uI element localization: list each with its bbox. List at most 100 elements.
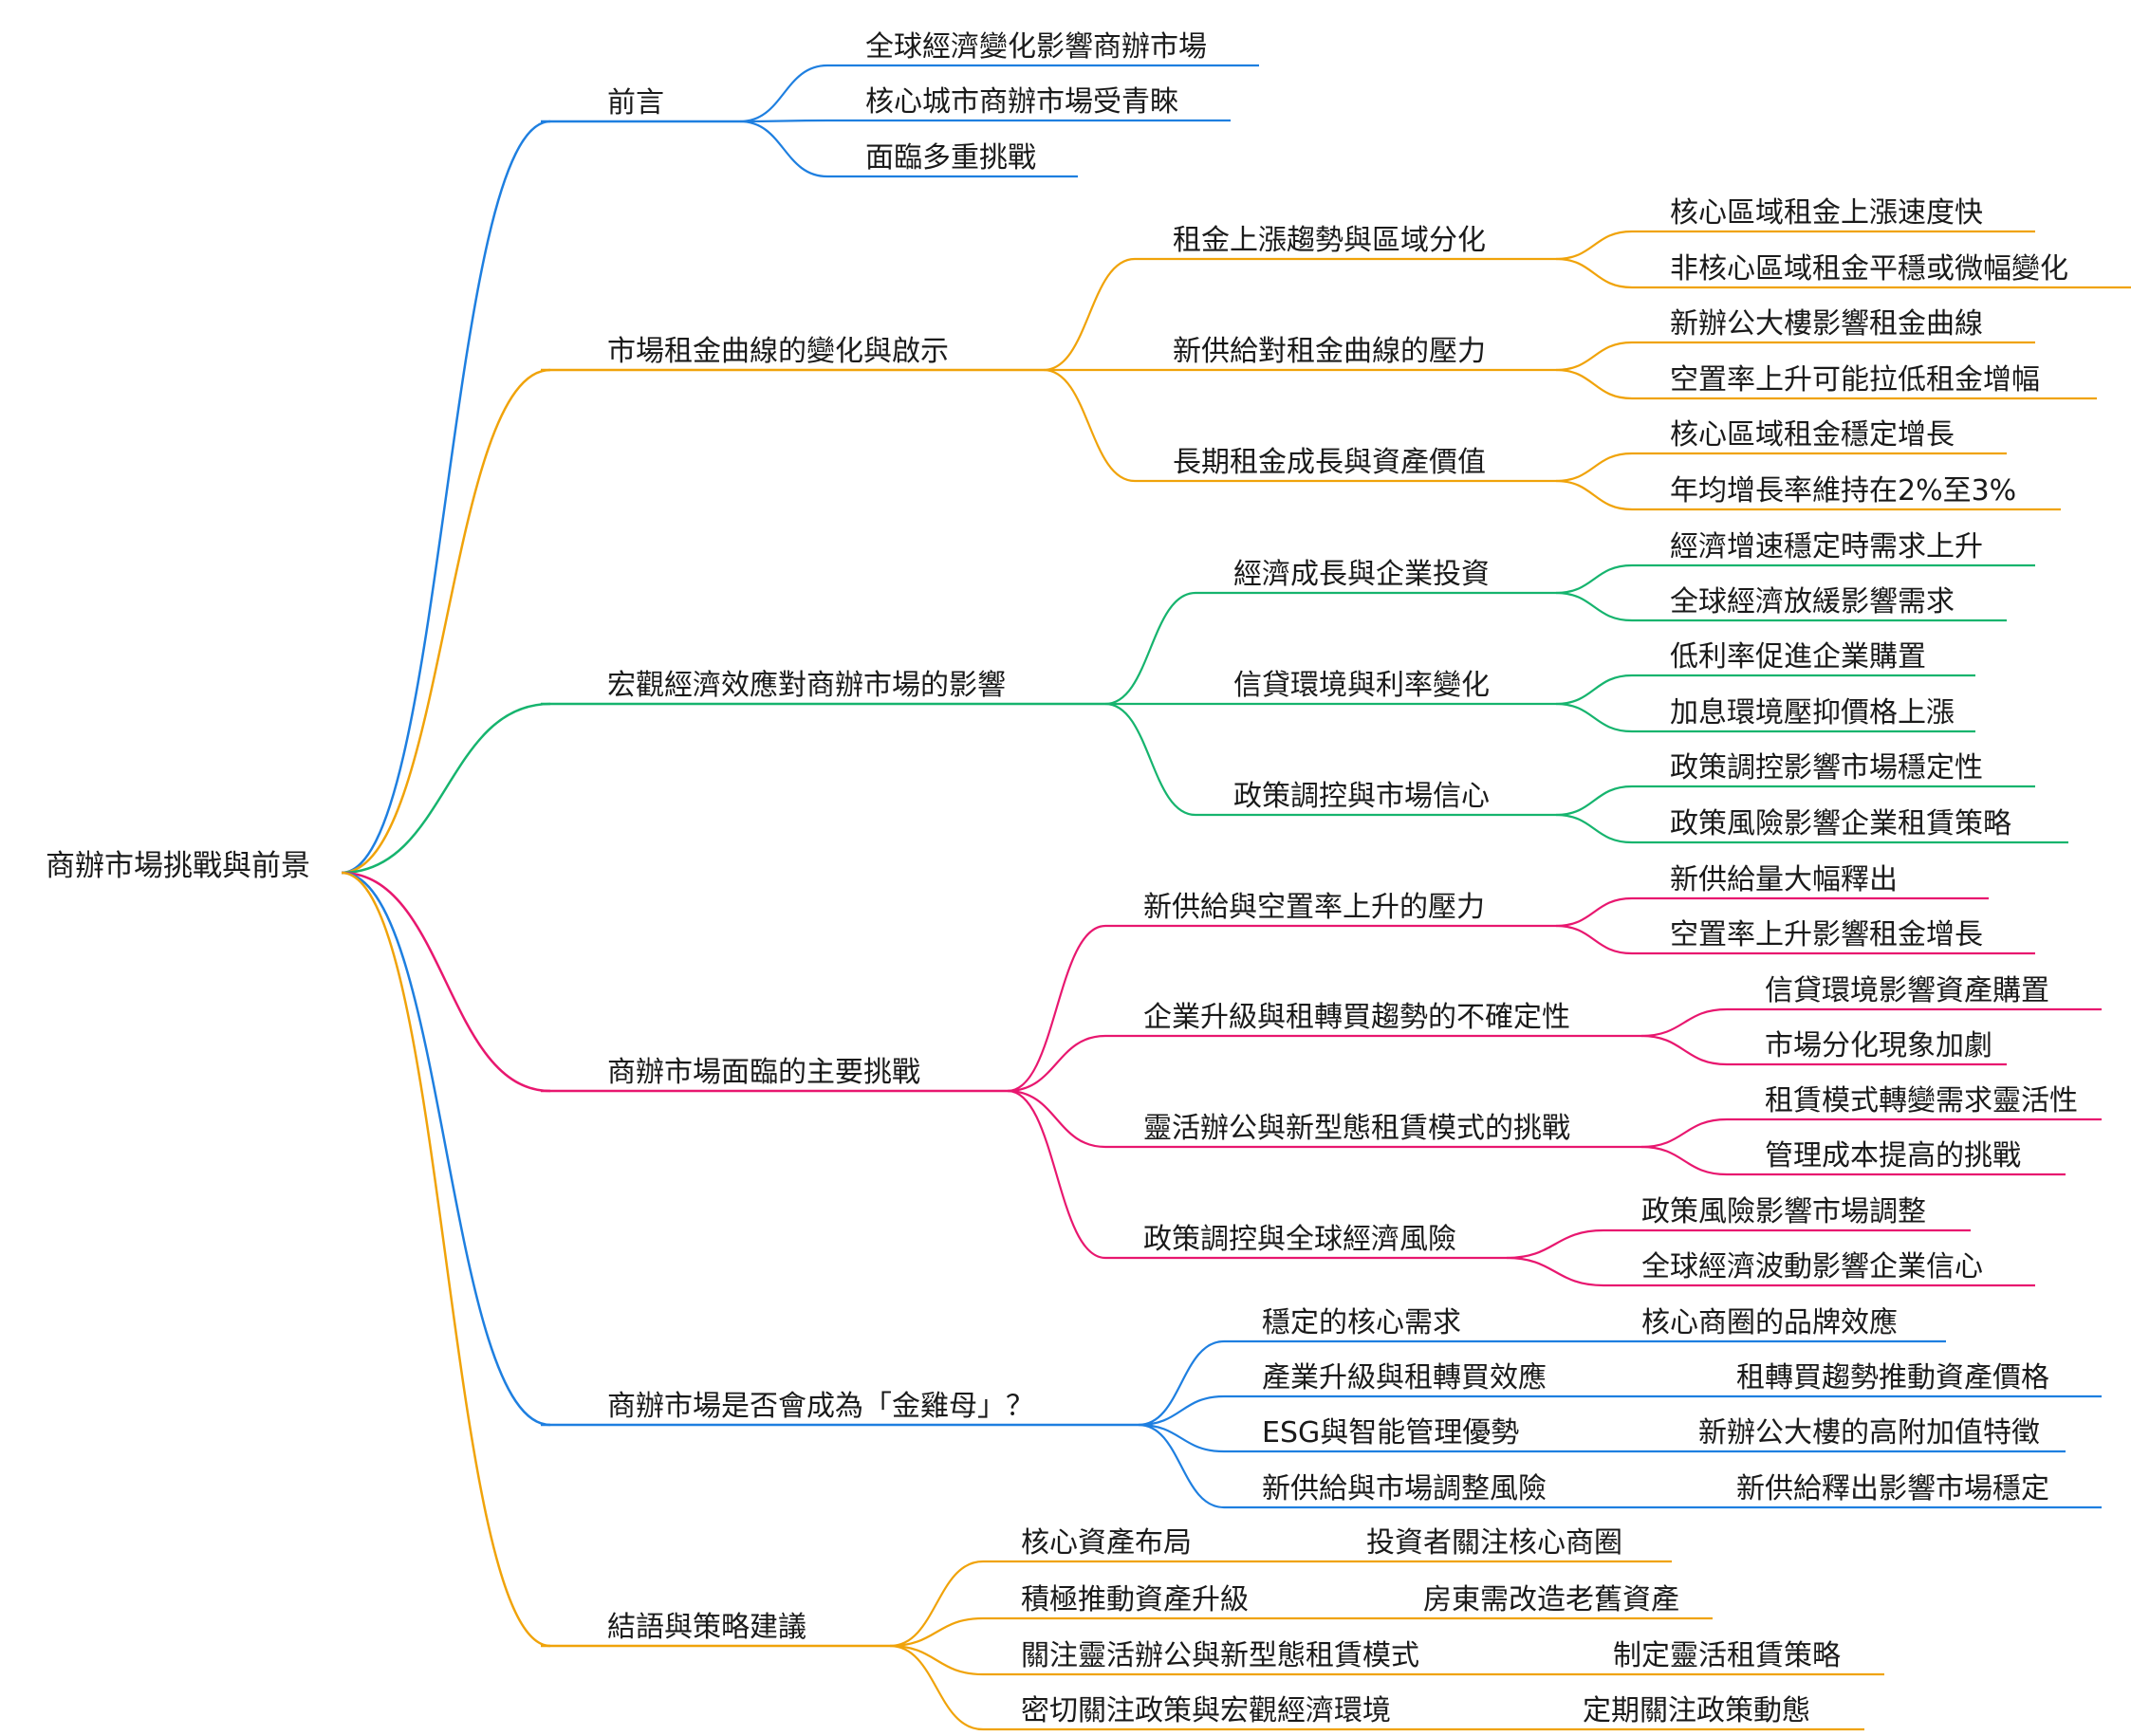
- branch-topic[interactable]: 商辦市場是否會成為「金雞母」？: [607, 1390, 1034, 1423]
- subtopic[interactable]: 產業升級與租轉買效應: [1262, 1361, 1547, 1394]
- subtopic[interactable]: 密切關注政策與宏觀經濟環境: [1021, 1694, 1391, 1727]
- detail-topic[interactable]: 政策風險影響市場調整: [1641, 1195, 1926, 1228]
- detail-topic[interactable]: 投資者關注核心商圈: [1366, 1526, 1622, 1560]
- detail-topic[interactable]: 經濟增速穩定時需求上升: [1670, 530, 1983, 563]
- detail-connector: [1640, 1145, 1728, 1176]
- detail-topic[interactable]: 租賃模式轉變需求靈活性: [1765, 1084, 2078, 1117]
- detail-connector: [1640, 1034, 1728, 1066]
- subtopic-connector: [1007, 1089, 1106, 1149]
- detail-connector: [1555, 924, 1633, 955]
- subtopic[interactable]: 企業升級與租轉買趨勢的不確定性: [1143, 1001, 1570, 1034]
- detail-topic[interactable]: 市場分化現象加劇: [1765, 1029, 1992, 1062]
- branch-topic[interactable]: 結語與策略建議: [607, 1611, 806, 1644]
- branch-connector: [341, 871, 551, 1427]
- branch-topic[interactable]: 市場租金曲線的變化與啟示: [607, 335, 949, 368]
- detail-topic[interactable]: 信貸環境影響資產購置: [1765, 974, 2049, 1007]
- branch-connector: [341, 871, 551, 1648]
- detail-connector: [1506, 1228, 1604, 1260]
- subtopic[interactable]: 全球經濟變化影響商辦市場: [865, 30, 1207, 64]
- detail-topic[interactable]: 定期關注政策動態: [1583, 1694, 1810, 1727]
- subtopic-connector: [1043, 257, 1136, 372]
- subtopic[interactable]: 核心城市商辦市場受青睞: [865, 85, 1178, 119]
- subtopic[interactable]: 經濟成長與企業投資: [1233, 558, 1490, 591]
- detail-topic[interactable]: 管理成本提高的挑戰: [1765, 1139, 2021, 1173]
- detail-topic[interactable]: 核心區域租金上漲速度快: [1670, 196, 1983, 230]
- subtopic[interactable]: 核心資產布局: [1021, 1526, 1192, 1560]
- subtopic[interactable]: 積極推動資產升級: [1021, 1583, 1249, 1616]
- subtopic[interactable]: 租金上漲趨勢與區域分化: [1173, 224, 1486, 257]
- detail-topic[interactable]: 政策風險影響企業租賃策略: [1670, 807, 2011, 840]
- subtopic[interactable]: 關注靈活辦公與新型態租賃模式: [1021, 1639, 1419, 1672]
- detail-topic[interactable]: 政策調控影響市場穩定性: [1670, 751, 1983, 785]
- subtopic[interactable]: 信貸環境與利率變化: [1233, 669, 1490, 702]
- subtopic[interactable]: 面臨多重挑戰: [865, 141, 1036, 175]
- subtopic-connector: [1007, 1034, 1106, 1093]
- detail-topic[interactable]: 房東需改造老舊資產: [1423, 1583, 1679, 1616]
- detail-topic[interactable]: 新辦公大樓的高附加值特徵: [1698, 1416, 2040, 1450]
- subtopic-connector: [1104, 702, 1196, 817]
- detail-topic[interactable]: 核心區域租金穩定增長: [1670, 418, 1955, 452]
- subtopic[interactable]: ESG與智能管理優勢: [1262, 1416, 1519, 1450]
- detail-topic[interactable]: 新辦公大樓影響租金曲線: [1670, 307, 1983, 341]
- detail-connector: [1555, 702, 1633, 733]
- detail-connector: [1555, 230, 1633, 261]
- subtopic-connector: [1007, 924, 1106, 1093]
- subtopic[interactable]: 新供給對租金曲線的壓力: [1173, 335, 1486, 368]
- detail-topic[interactable]: 租轉買趨勢推動資產價格: [1736, 1361, 2049, 1394]
- detail-connector: [1555, 674, 1633, 706]
- detail-connector: [1506, 1256, 1604, 1287]
- detail-connector: [1640, 1117, 1728, 1149]
- branch-connector: [341, 702, 551, 875]
- detail-topic[interactable]: 全球經濟放緩影響需求: [1670, 585, 1955, 619]
- subtopic[interactable]: 新供給與市場調整風險: [1262, 1472, 1547, 1505]
- subtopic[interactable]: 長期租金成長與資產價值: [1173, 446, 1486, 479]
- detail-connector: [1640, 1007, 1728, 1038]
- subtopic-connector: [1104, 591, 1196, 706]
- detail-topic[interactable]: 全球經濟波動影響企業信心: [1641, 1250, 1983, 1284]
- detail-connector: [1555, 368, 1633, 400]
- detail-topic[interactable]: 制定靈活租賃策略: [1613, 1639, 1841, 1672]
- subtopic[interactable]: 政策調控與全球經濟風險: [1143, 1223, 1456, 1256]
- detail-topic[interactable]: 年均增長率維持在2%至3%: [1670, 474, 2016, 508]
- detail-connector: [1555, 257, 1633, 289]
- detail-topic[interactable]: 新供給量大幅釋出: [1670, 863, 1898, 896]
- connector-lines: [341, 64, 2131, 1731]
- root-topic[interactable]: 商辦市場挑戰與前景: [46, 849, 310, 883]
- subtopic-connector: [889, 1644, 984, 1731]
- detail-topic[interactable]: 加息環境壓抑價格上漲: [1670, 696, 1955, 729]
- detail-connector: [1555, 813, 1633, 844]
- subtopic-connector: [1138, 1423, 1225, 1453]
- branch-connector: [341, 871, 551, 1093]
- branch-connector: [341, 120, 551, 875]
- node-labels: 商辦市場挑戰與前景 前言 全球經濟變化影響商辦市場核心城市商辦市場受青睞面臨多重挑…: [46, 30, 2078, 1727]
- subtopic-connector: [739, 120, 828, 178]
- detail-topic[interactable]: 空置率上升可能拉低租金增幅: [1670, 363, 2040, 397]
- subtopic[interactable]: 靈活辦公與新型態租賃模式的挑戰: [1143, 1112, 1570, 1145]
- detail-connector: [1555, 452, 1633, 483]
- detail-topic[interactable]: 新供給釋出影響市場穩定: [1736, 1472, 2049, 1505]
- detail-topic[interactable]: 低利率促進企業購置: [1670, 640, 1926, 674]
- subtopic-connector: [739, 119, 828, 123]
- subtopic-connector: [739, 64, 828, 123]
- subtopic-connector: [889, 1644, 984, 1676]
- subtopic-connector: [1138, 1394, 1225, 1427]
- detail-topic[interactable]: 核心商圈的品牌效應: [1641, 1306, 1898, 1339]
- branch-topic[interactable]: 商辦市場面臨的主要挑戰: [607, 1056, 920, 1089]
- subtopic[interactable]: 穩定的核心需求: [1262, 1306, 1461, 1339]
- branch-topic[interactable]: 宏觀經濟效應對商辦市場的影響: [607, 669, 1006, 702]
- detail-topic[interactable]: 非核心區域租金平穩或微幅變化: [1670, 252, 2068, 286]
- branch-topic[interactable]: 前言: [607, 86, 664, 120]
- detail-topic[interactable]: 空置率上升影響租金增長: [1670, 918, 1983, 951]
- subtopic-connector: [1138, 1423, 1225, 1509]
- detail-connector: [1555, 563, 1633, 595]
- detail-connector: [1555, 479, 1633, 511]
- detail-connector: [1555, 896, 1633, 928]
- subtopic[interactable]: 新供給與空置率上升的壓力: [1143, 891, 1485, 924]
- subtopic-connector: [1007, 1089, 1106, 1260]
- subtopic[interactable]: 政策調控與市場信心: [1233, 780, 1490, 813]
- subtopic-connector: [1043, 368, 1136, 483]
- detail-connector: [1555, 591, 1633, 622]
- detail-connector: [1555, 341, 1633, 372]
- subtopic-connector: [1138, 1339, 1225, 1427]
